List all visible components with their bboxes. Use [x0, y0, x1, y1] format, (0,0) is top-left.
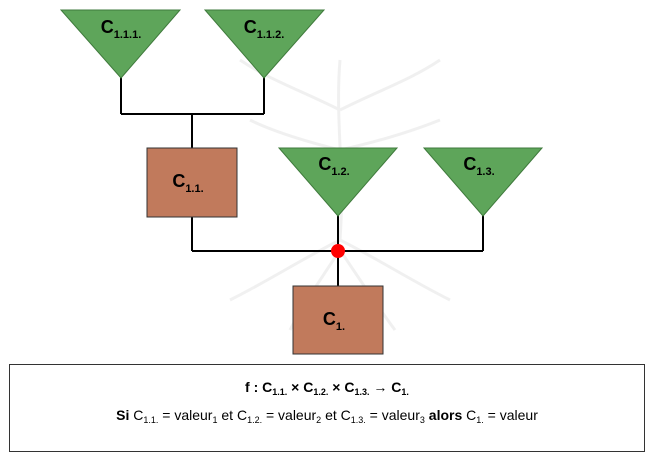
formula-term-1: C [262, 379, 273, 395]
attribute-c112: C1.1.2. [203, 9, 326, 79]
rule-c2-sub: 1.2. [247, 415, 263, 425]
rule-line: Si C1.1. = valeur1 et C1.2. = valeur2 et… [10, 407, 644, 425]
formula-box: f : C1.1. × C1.2. × C1.3. → C1. Si C1.1.… [9, 364, 645, 452]
rule-c4: C [462, 407, 477, 423]
formula-times-2: × [328, 379, 345, 395]
rule-si: Si [116, 407, 130, 423]
node-label-c11: C1.1. [172, 171, 203, 195]
formula-term-3: C [344, 379, 355, 395]
rule-alors: alors [424, 407, 463, 423]
formula-times-1: × [287, 379, 304, 395]
triangle-shape [277, 147, 399, 217]
attribute-c111: C1.1.1. [59, 9, 182, 79]
node-label-c12: C1.2. [318, 154, 349, 178]
formula-term-1-sub: 1.1. [272, 387, 288, 397]
formula-arrow: → [369, 379, 392, 395]
formula-term-4: C [391, 379, 402, 395]
attribute-c12: C1.2. [277, 147, 399, 217]
rule-v3-sub: 3 [419, 415, 425, 425]
concept-c11: C1.1. [146, 147, 238, 218]
formula-prefix: f : [245, 379, 263, 395]
concept-c1: C1. [292, 285, 384, 355]
node-label-c1: C1. [323, 309, 345, 333]
node-label-c13: C1.3. [463, 154, 494, 178]
triangle-shape [203, 9, 326, 79]
rule-eq4: = valeur [483, 407, 538, 423]
formula-term-4-sub: 1. [401, 387, 409, 397]
rule-eq1: = valeur [158, 407, 213, 423]
triangle-shape [422, 147, 544, 217]
triangle-shape [59, 9, 182, 79]
junction-dot [331, 244, 345, 258]
rule-eq2: = valeur [262, 407, 317, 423]
node-label-c112: C1.1.2. [244, 17, 285, 41]
rule-et1: et C [217, 407, 248, 423]
rule-et2: et C [321, 407, 351, 423]
rule-eq3: = valeur [365, 407, 420, 423]
box-shape [292, 285, 384, 355]
rule-v2-sub: 2 [316, 415, 322, 425]
formula-term-3-sub: 1.3. [354, 387, 370, 397]
rule-c1-sub: 1.1. [143, 415, 159, 425]
rule-c4-sub: 1. [476, 415, 484, 425]
node-label-c111: C1.1.1. [101, 17, 142, 41]
attribute-c13: C1.3. [422, 147, 544, 217]
rule-v1-sub: 1 [212, 415, 218, 425]
rule-c3-sub: 1.3. [350, 415, 366, 425]
formula-term-2: C [303, 379, 314, 395]
rule-c1: C [129, 407, 144, 423]
box-shape [146, 147, 238, 218]
formula-line: f : C1.1. × C1.2. × C1.3. → C1. [10, 379, 644, 397]
formula-term-2-sub: 1.2. [313, 387, 329, 397]
